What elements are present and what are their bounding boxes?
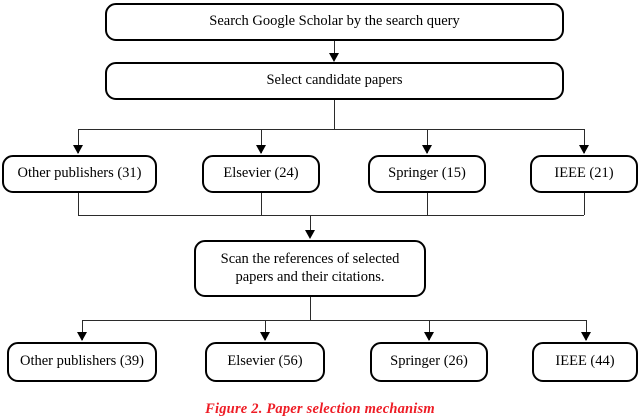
connector-bus-to-elsevier-2 (265, 320, 266, 340)
arrowhead-springer-1 (421, 145, 432, 154)
node-stage-two-ieee-label: IEEE (44) (555, 353, 615, 370)
arrowhead-ieee-2 (580, 332, 591, 341)
node-stage-one-springer-label: Springer (15) (388, 165, 466, 182)
node-stage-two-springer-label: Springer (26) (390, 353, 468, 370)
arrowhead-other-publishers-2 (76, 332, 87, 341)
connector-bus-to-ieee-1 (584, 129, 585, 153)
node-scan-references-label: Scan the references of selected papers a… (220, 250, 400, 285)
split-bus-stage-one (78, 129, 584, 130)
node-stage-two-springer: Springer (26) (370, 342, 488, 382)
node-select-candidate-papers: Select candidate papers (105, 62, 564, 100)
node-stage-one-elsevier: Elsevier (24) (202, 155, 320, 193)
connector-bus-to-other-publishers-1 (78, 129, 79, 153)
connector-other-publishers-1-to-merge (78, 193, 79, 215)
node-stage-one-other-publishers-label: Other publishers (31) (17, 165, 142, 182)
node-stage-one-other-publishers: Other publishers (31) (2, 155, 157, 193)
node-stage-two-other-publishers: Other publishers (39) (7, 342, 157, 382)
node-stage-two-ieee: IEEE (44) (532, 342, 638, 382)
node-select-candidate-papers-label: Select candidate papers (266, 72, 403, 89)
arrowhead-elsevier-2 (259, 332, 270, 341)
connector-merge-to-scan (310, 215, 311, 232)
node-stage-two-other-publishers-label: Other publishers (39) (19, 353, 145, 370)
node-stage-one-elsevier-label: Elsevier (24) (223, 165, 299, 182)
connector-bus-to-springer-2 (429, 320, 430, 340)
split-bus-stage-two (82, 320, 586, 321)
figure-caption: Figure 2. Paper selection mechanism (205, 401, 435, 417)
connector-bus-to-springer-1 (427, 129, 428, 153)
merge-bus-stage-one (78, 215, 584, 216)
node-stage-one-springer: Springer (15) (368, 155, 486, 193)
node-scan-references: Scan the references of selected papers a… (194, 240, 426, 297)
arrowhead-springer-2 (423, 332, 434, 341)
connector-bus-to-elsevier-1 (261, 129, 262, 153)
arrowhead-scan (304, 230, 315, 239)
node-stage-two-elsevier: Elsevier (56) (205, 342, 325, 382)
node-stage-one-ieee: IEEE (21) (530, 155, 638, 193)
connector-scan-to-bus (310, 297, 311, 320)
node-search-google-scholar: Search Google Scholar by the search quer… (105, 3, 564, 41)
connector-bus-to-ieee-2 (586, 320, 587, 340)
connector-search-to-select (334, 41, 335, 55)
node-stage-two-elsevier-label: Elsevier (56) (227, 353, 303, 370)
node-stage-one-ieee-label: IEEE (21) (554, 165, 614, 182)
node-search-google-scholar-label: Search Google Scholar by the search quer… (209, 13, 460, 30)
arrowhead-elsevier-1 (255, 145, 266, 154)
connector-springer-1-to-merge (427, 193, 428, 215)
connector-elsevier-1-to-merge (261, 193, 262, 215)
connector-select-to-bus (334, 100, 335, 129)
arrowhead-select (328, 53, 339, 62)
arrowhead-other-publishers-1 (72, 145, 83, 154)
arrowhead-ieee-1 (578, 145, 589, 154)
connector-ieee-1-to-merge (584, 193, 585, 215)
connector-bus-to-other-publishers-2 (82, 320, 83, 340)
